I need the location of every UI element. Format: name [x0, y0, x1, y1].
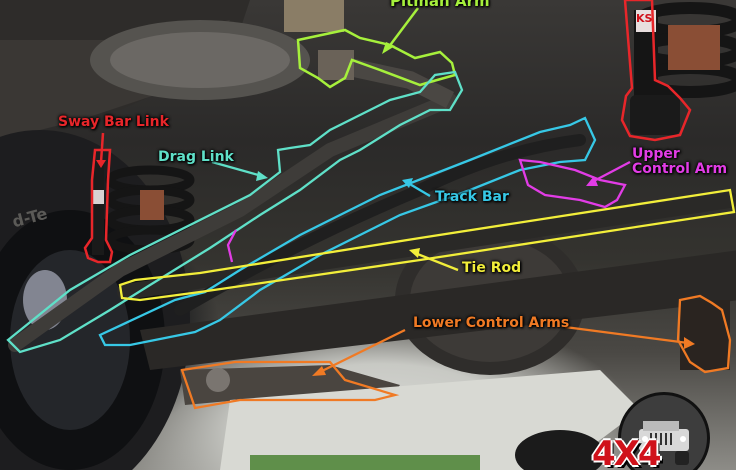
lower-control-arm-outline-left: [180, 360, 400, 410]
jeep-icon: [639, 421, 689, 465]
tie-rod-outline: [118, 188, 736, 302]
pitman-arm-arrow: [387, 7, 419, 49]
label-upper-control-arm-line1: Upper: [632, 146, 680, 162]
track-bar-outline: [98, 116, 597, 347]
logo-text: 4X4: [592, 434, 662, 470]
label-upper-control-arm: Upper Control Arm: [632, 147, 727, 176]
label-sway-bar-link: Sway Bar Link: [58, 114, 169, 130]
sway-bar-link-outline: [83, 148, 114, 264]
label-lower-control-arms: Lower Control Arms: [413, 315, 570, 331]
4x4-logo: 4X4: [590, 392, 710, 470]
drag-link-outline: [6, 70, 464, 354]
upper-control-arm-outline: [518, 158, 627, 209]
label-track-bar: Track Bar: [435, 189, 509, 205]
label-upper-control-arm-line2: Control Arm: [632, 160, 728, 177]
logo-badge-circle: [618, 392, 710, 470]
lower-control-arm-outline-right: [676, 294, 732, 374]
label-tie-rod: Tie Rod: [462, 260, 522, 276]
label-pitman-arm: Pitman Arm: [390, 0, 490, 10]
shock-outline: [620, 0, 692, 142]
label-drag-link: Drag Link: [158, 149, 234, 165]
shock-brand-text: KS: [636, 12, 653, 25]
